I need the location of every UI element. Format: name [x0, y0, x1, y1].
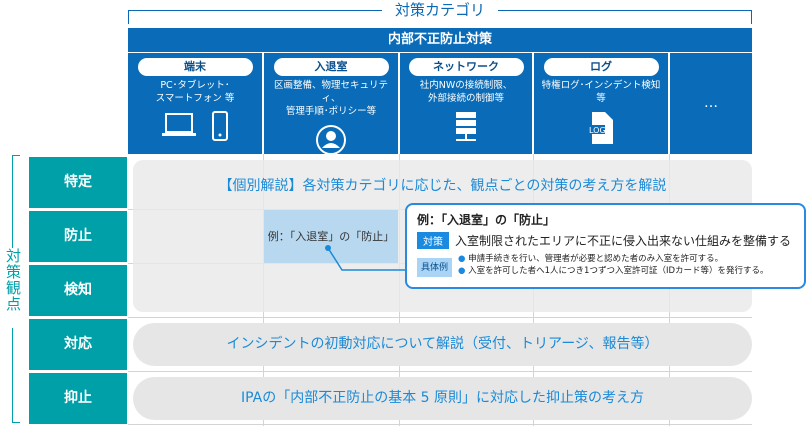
viewpoint-title: 対策観点 — [3, 248, 23, 328]
callout-connector — [325, 245, 408, 271]
laptop-icon — [162, 113, 196, 136]
row-prevent: 防止 — [29, 211, 127, 262]
smartphone-icon — [212, 111, 228, 141]
detail-panel-text: 【個別解説】各対策カテゴリに応じた、観点ごとの対策の考え方を解説 — [218, 178, 667, 194]
measure-tag: 対策 — [417, 232, 449, 249]
column-device: 端末 PC･タブレット･ スマートフォン 等 — [128, 53, 262, 154]
row-deter: 抑止 — [29, 373, 127, 424]
column-desc: 区画整備、物理セキュリティ、 管理手順･ポリシー等 — [273, 80, 388, 117]
server-icon — [456, 112, 476, 141]
category-title: 対策カテゴリ — [394, 1, 485, 19]
row-identify: 特定 — [29, 157, 127, 208]
column-label: ログ — [543, 58, 659, 76]
column-entry: 入退室 区画整備、物理セキュリティ、 管理手順･ポリシー等 — [264, 53, 398, 155]
log-file-icon: LOG — [587, 112, 613, 144]
column-desc: 社内NWの接続制限、 外部接続の制御等 — [419, 80, 513, 104]
row-detect: 検知 — [29, 265, 127, 316]
header-title: 内部不正防止対策 — [128, 28, 752, 52]
measure-text: 入室制限されたエリアに不正に侵入出来ない仕組みを整備する — [455, 234, 792, 248]
example-cell: 例：「入退室」の「防止」 — [264, 210, 398, 263]
column-label: 入退室 — [273, 58, 389, 76]
column-more: … — [670, 53, 752, 154]
person-icon — [316, 125, 346, 155]
column-label: ネットワーク — [408, 58, 524, 76]
example-tag: 具体例 — [417, 258, 453, 277]
column-label: 端末 — [137, 58, 253, 76]
column-desc: PC･タブレット･ スマートフォン 等 — [155, 80, 235, 104]
example-text: 入室を許可した者へ1人につき1つずつ入室許可証（IDカード等）を発行する。 — [468, 266, 769, 276]
column-log: ログ 特権ログ･インシデント検知 等 LOG — [534, 53, 668, 154]
column-network: ネットワーク 社内NWの接続制限、 外部接続の制御等 — [400, 53, 532, 154]
row-respond: 対応 — [29, 319, 127, 370]
example-item: ● 入室を許可した者へ1人につき1つずつ入室許可証（IDカード等）を発行する。 — [458, 266, 769, 276]
example-callout: 例：「入退室」の「防止」 対策入室制限されたエリアに不正に侵入出来ない仕組みを整… — [405, 203, 806, 289]
example-text: 申請手続きを行い、管理者が必要と認めた者のみ入室を許可する。 — [468, 254, 724, 264]
svg-text:LOG: LOG — [589, 126, 606, 135]
example-item: ● 申請手続きを行い、管理者が必要と認めた者のみ入室を許可する。 — [458, 254, 724, 264]
callout-title: 例：「入退室」の「防止」 — [417, 213, 556, 227]
response-panel: インシデントの初動対応について解説（受付、トリアージ、報告等） — [133, 323, 752, 366]
deterrence-panel: IPAの「内部不正防止の基本 5 原則」に対応した抑止策の考え方 — [133, 377, 752, 420]
column-desc: 特権ログ･インシデント検知 等 — [541, 80, 661, 104]
